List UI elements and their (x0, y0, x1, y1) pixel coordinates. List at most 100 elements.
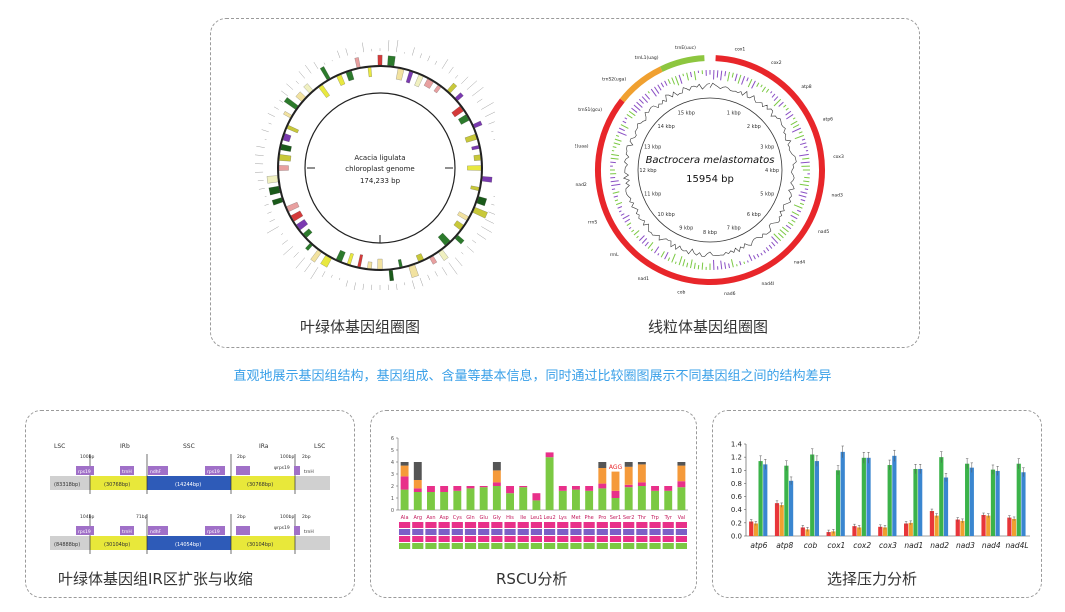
rscu-codon-cell (464, 529, 477, 535)
row2-gene-1: rps19 (78, 529, 91, 535)
rscu-category-label: Ser2 (623, 515, 635, 521)
mito-kbp-label: 10 kbp (658, 212, 675, 218)
cp-gene-block (377, 54, 383, 66)
mito-gc-tick (650, 248, 654, 252)
cp-label-tick (481, 102, 494, 110)
mito-gc-tick (650, 88, 657, 97)
cp-label-tick (305, 64, 312, 74)
mito-gc-tick (773, 98, 782, 107)
cp-label-tick (255, 154, 264, 156)
sel-bar (840, 451, 845, 536)
cp-label-tick (283, 246, 294, 256)
sel-category-label: atp8 (776, 541, 793, 550)
cp-label-tick (396, 40, 399, 53)
sel-bar (908, 522, 913, 536)
mito-gene-label: cox1 (735, 46, 746, 52)
mito-gc-tick (693, 262, 696, 269)
mito-gc-tick (690, 259, 693, 269)
rscu-codon-cell (596, 529, 608, 535)
rscu-category-label: His (506, 515, 514, 521)
rscu-bar-segment (677, 465, 686, 482)
mito-gc-tick (644, 241, 649, 247)
region-lsc-left: LSC (54, 443, 65, 450)
rscu-codon-cell (412, 522, 424, 528)
rscu-codon-cell (425, 522, 437, 528)
mito-gc-tick (678, 256, 683, 266)
mito-kbp-label: 5 kbp (760, 192, 774, 198)
cp-gene-block (310, 249, 322, 263)
mito-kbp-label: 15 kbp (678, 111, 695, 117)
mito-gc-tick (622, 120, 627, 124)
mito-gene-label: trnS1(gcu) (578, 107, 602, 113)
row1-gene-5: ψrps19 (274, 465, 290, 471)
cp-gene-block (286, 202, 300, 212)
rscu-category-label: Leu2 (544, 515, 556, 521)
row2-label-4: 100bp (280, 514, 294, 520)
mito-gene-label: trnL2(uaa) (575, 143, 589, 149)
mito-gc-tick (746, 77, 749, 82)
sel-bar (814, 461, 820, 536)
rscu-bar-segment (598, 483, 607, 489)
rscu-codon-cell (425, 536, 437, 542)
mito-gc-tick (660, 251, 665, 258)
cp-gene-block (405, 71, 414, 84)
subtitle-text: 直观地展示基因组结构，基因组成、含量等基本信息，同时通过比较圈图展示不同基因组之… (233, 369, 832, 384)
rscu-category-label: Ser1 (610, 515, 622, 521)
rscu-bar-segment (400, 476, 409, 490)
mito-gc-tick (786, 114, 794, 120)
mito-gc-tick (618, 127, 625, 132)
cp-label-tick (434, 60, 438, 65)
cp-label-tick (419, 53, 422, 59)
cp-label-tick (476, 98, 483, 103)
rscu-codon-cell (412, 536, 424, 542)
rscu-codon-cell (504, 529, 516, 535)
rscu-codon-cell (583, 543, 595, 549)
mito-gc-tick (682, 73, 685, 77)
sel-bar (990, 469, 996, 536)
sel-bar (857, 527, 862, 536)
mito-gc-tick (638, 235, 645, 242)
cp-gene-block (282, 133, 292, 142)
mito-gc-tick (781, 226, 789, 233)
mito-gc-tick (633, 230, 640, 236)
mito-gc-tick (624, 117, 628, 120)
mito-gc-tick (614, 138, 622, 142)
sel-bar (835, 470, 841, 536)
cp-gene-block (319, 66, 331, 80)
rscu-bar-segment (651, 490, 659, 510)
rscu-bar-segment (400, 489, 409, 510)
rscu-ytick-label: 2 (391, 484, 394, 490)
rscu-category-label: Glu (479, 515, 487, 521)
rscu-codon-cell (464, 522, 477, 528)
cp-label-tick (337, 50, 341, 59)
sel-bar (969, 467, 974, 536)
sel-category-label: cob (804, 541, 818, 550)
sel-bar (965, 463, 970, 536)
rscu-bar-segment (585, 486, 594, 491)
row2-ssc-len: (14054bp) (175, 542, 201, 548)
rscu-ytick-label: 6 (391, 436, 394, 442)
mito-gc-tick (773, 96, 779, 102)
mito-gc-tick (620, 213, 625, 216)
mito-gc-tick (724, 71, 727, 77)
cp-label-tick (264, 203, 269, 206)
mito-gc-tick (664, 80, 668, 86)
rscu-bar-segment (637, 464, 646, 483)
sel-category-label: nad2 (930, 541, 949, 550)
mito-gc-tick (654, 86, 660, 94)
mito-kbp-label: 4 kbp (765, 168, 779, 174)
rscu-bar-segment (664, 486, 673, 491)
mito-kbp-label: 3 kbp (760, 144, 774, 150)
sel-bar (852, 526, 857, 536)
sel-bar (784, 465, 789, 536)
rscu-codon-cell (530, 536, 542, 542)
rscu-codon-cell (583, 529, 595, 535)
rscu-bar-segment (624, 487, 633, 510)
mito-gc-tick (674, 261, 677, 264)
rscu-codon-cell (623, 543, 635, 549)
rscu-bar-segment (611, 471, 620, 491)
row1-left-len: (83318bp) (54, 482, 80, 488)
cp-gene-block (295, 91, 306, 102)
